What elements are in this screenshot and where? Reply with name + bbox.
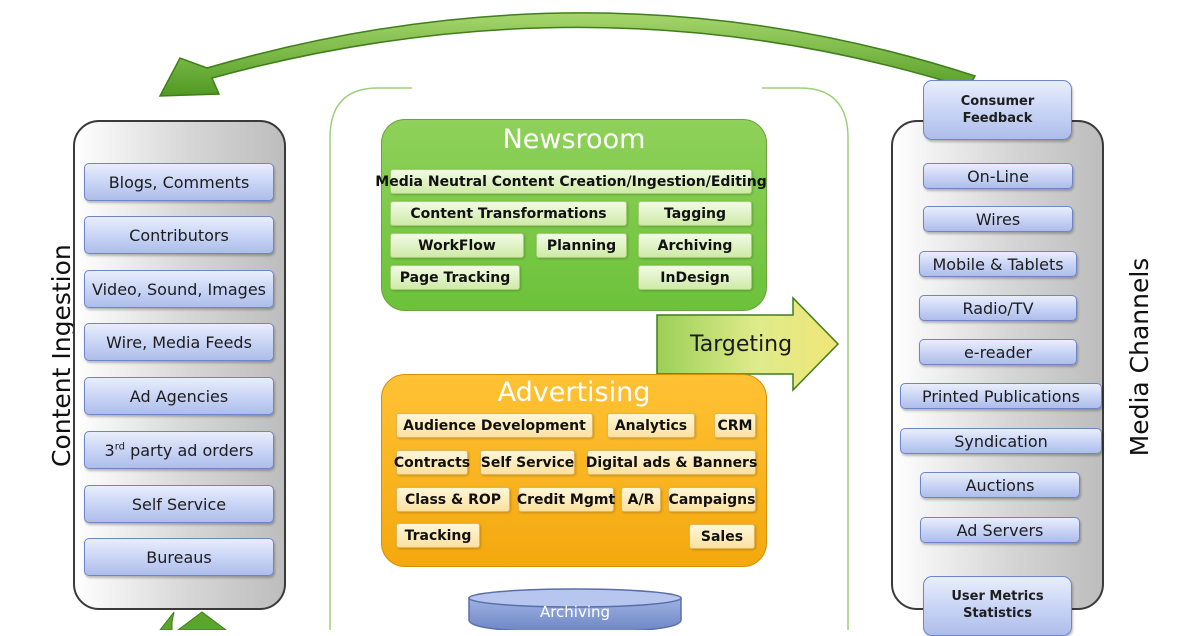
channel-item-label: Ad Servers — [956, 520, 1044, 540]
chip-analytics[interactable]: Analytics — [607, 413, 695, 438]
ingestion-item-third-party[interactable]: 3rd party ad orders — [84, 431, 274, 469]
channel-item-label: Syndication — [954, 431, 1048, 451]
ingestion-item-label: 3rd party ad orders — [104, 440, 254, 460]
channel-item-mobile-tablets[interactable]: Mobile & Tablets — [919, 251, 1077, 277]
newsroom-title: Newsroom — [502, 124, 646, 155]
channel-item-printed-publications[interactable]: Printed Publications — [900, 383, 1102, 409]
chip-ar[interactable]: A/R — [621, 487, 661, 512]
channel-item-label: e-reader — [963, 342, 1033, 362]
channel-item-radio-tv[interactable]: Radio/TV — [919, 295, 1077, 321]
channel-item-syndication[interactable]: Syndication — [900, 428, 1102, 454]
consumer-feedback-box[interactable]: Consumer Feedback — [923, 80, 1072, 140]
channel-item-e-reader[interactable]: e-reader — [919, 339, 1077, 365]
ingestion-item-label: Bureaus — [146, 547, 212, 567]
archiving-db-label-wrap: Archiving — [469, 603, 681, 621]
chip-contracts[interactable]: Contracts — [394, 450, 470, 475]
ingestion-item-wire[interactable]: Wire, Media Feeds — [84, 323, 274, 361]
chip-workflow[interactable]: WorkFlow — [390, 233, 524, 258]
chip-page-tracking[interactable]: Page Tracking — [390, 265, 520, 290]
chip-audience-development[interactable]: Audience Development — [396, 413, 593, 438]
channel-item-label: Printed Publications — [921, 386, 1081, 406]
ingestion-item-self-service[interactable]: Self Service — [84, 485, 274, 523]
archiving-cylinder — [468, 588, 682, 630]
user-metrics-box[interactable]: User Metrics Statistics — [923, 576, 1072, 636]
ingestion-item-blogs[interactable]: Blogs, Comments — [84, 163, 274, 201]
user-metrics-line2: Statistics — [963, 606, 1032, 621]
channel-item-ad-servers[interactable]: Ad Servers — [920, 517, 1080, 543]
channel-item-label: Radio/TV — [962, 298, 1034, 318]
user-metrics-line1: User Metrics — [951, 589, 1044, 604]
channel-item-auctions[interactable]: Auctions — [920, 472, 1080, 498]
channel-item-wires[interactable]: Wires — [923, 206, 1073, 232]
chip-campaigns[interactable]: Campaigns — [668, 487, 756, 512]
ingestion-item-label: Wire, Media Feeds — [106, 332, 252, 352]
channel-item-label: Auctions — [965, 475, 1035, 495]
chip-tagging[interactable]: Tagging — [638, 201, 752, 226]
ingestion-item-label: Video, Sound, Images — [92, 279, 266, 299]
ingestion-item-contributors[interactable]: Contributors — [84, 216, 274, 254]
chip-sales[interactable]: Sales — [689, 524, 755, 549]
chip-content-transformations[interactable]: Content Transformations — [390, 201, 627, 226]
channel-item-label: Mobile & Tablets — [932, 254, 1064, 274]
chip-indesign[interactable]: InDesign — [638, 265, 752, 290]
chip-credit-mgmt[interactable]: Credit Mgmt — [517, 487, 615, 512]
ingestion-item-video[interactable]: Video, Sound, Images — [84, 270, 274, 308]
chip-digital-ads[interactable]: Digital ads & Banners — [586, 450, 757, 475]
channel-item-online[interactable]: On-Line — [923, 163, 1073, 189]
content-ingestion-panel — [73, 120, 286, 610]
advertising-title: Advertising — [497, 377, 651, 408]
channel-item-label: Wires — [975, 209, 1021, 229]
ingestion-item-label: Ad Agencies — [129, 386, 229, 406]
advertising-title-wrap: Advertising — [381, 377, 767, 408]
center-outline — [329, 87, 849, 630]
ingestion-item-bureaus[interactable]: Bureaus — [84, 538, 274, 576]
chip-archiving[interactable]: Archiving — [638, 233, 752, 258]
archiving-db-label: Archiving — [539, 603, 611, 621]
targeting-label: Targeting — [690, 332, 793, 357]
ingestion-item-label: Self Service — [131, 494, 227, 514]
chip-class-rop[interactable]: Class & ROP — [396, 487, 510, 512]
consumer-feedback-line2: Feedback — [962, 111, 1033, 126]
consumer-feedback-line1: Consumer — [960, 94, 1035, 109]
chip-self-service[interactable]: Self Service — [480, 450, 575, 475]
bottom-arrow-wedge — [177, 611, 227, 630]
channel-item-label: On-Line — [967, 166, 1029, 186]
chip-crm[interactable]: CRM — [714, 413, 756, 438]
chip-media-neutral[interactable]: Media Neutral Content Creation/Ingestion… — [375, 169, 767, 194]
newsroom-title-wrap: Newsroom — [381, 124, 767, 155]
chip-planning[interactable]: Planning — [536, 233, 627, 258]
ingestion-item-ad-agencies[interactable]: Ad Agencies — [84, 377, 274, 415]
feedback-arrow — [158, 12, 977, 97]
chip-tracking[interactable]: Tracking — [396, 523, 480, 548]
bottom-arrow — [159, 611, 175, 630]
media-channels-text: Media Channels — [1125, 257, 1154, 457]
ingestion-item-label: Contributors — [129, 225, 229, 245]
ingestion-item-label: Blogs, Comments — [108, 172, 250, 192]
